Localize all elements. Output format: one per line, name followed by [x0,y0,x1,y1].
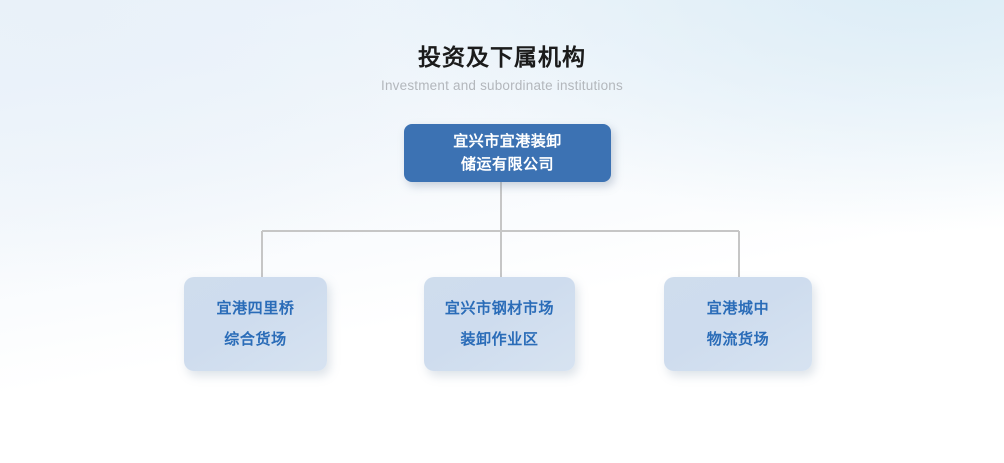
org-node-child-3-line-2: 物流货场 [706,331,770,348]
org-node-child-2-line-2: 装卸作业区 [460,331,539,348]
page-subtitle: Investment and subordinate institutions [381,78,623,93]
org-node-child-1[interactable]: 宜港四里桥 综合货场 [184,277,327,371]
org-node-root[interactable]: 宜兴市宜港装卸 储运有限公司 [404,124,611,182]
org-node-root-line-1: 宜兴市宜港装卸 [453,133,562,150]
org-node-child-2-line-1: 宜兴市钢材市场 [444,300,555,317]
page-heading: 投资及下属机构 Investment and subordinate insti… [0,42,1004,94]
org-node-child-1-line-2: 综合货场 [224,331,287,348]
org-node-child-3-line-1: 宜港城中 [706,300,770,317]
org-node-child-1-line-1: 宜港四里桥 [216,300,295,317]
org-node-child-2[interactable]: 宜兴市钢材市场 装卸作业区 [424,277,575,371]
page-title: 投资及下属机构 [418,44,586,70]
org-node-root-line-2: 储运有限公司 [460,156,554,173]
org-node-child-3[interactable]: 宜港城中 物流货场 [664,277,812,371]
